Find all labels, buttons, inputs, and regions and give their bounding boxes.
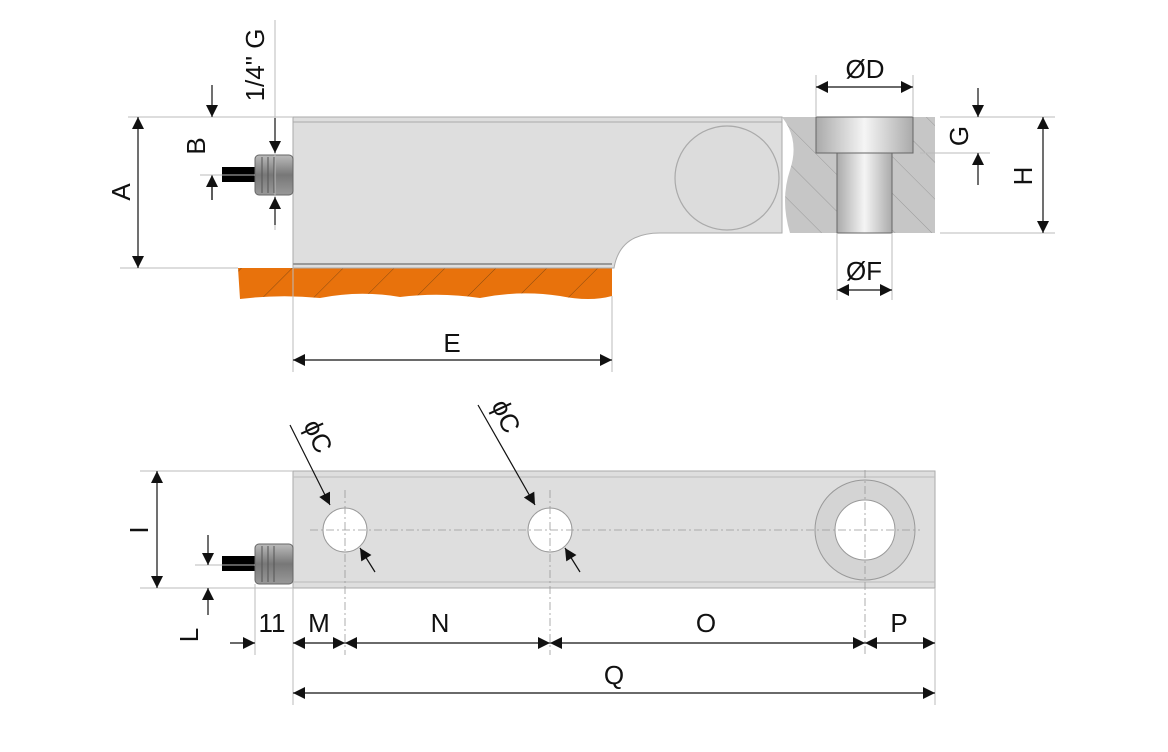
label-L: L: [174, 628, 204, 642]
label-I: I: [124, 526, 154, 533]
load-cell-body: [292, 116, 783, 269]
label-M: M: [308, 608, 330, 638]
through-hole: [836, 152, 893, 234]
label-N: N: [431, 608, 450, 638]
label-Q: Q: [604, 660, 624, 690]
label-O: O: [696, 608, 716, 638]
label-F: ØF: [846, 256, 882, 286]
label-E: E: [443, 328, 460, 358]
label-H: H: [1008, 167, 1038, 186]
label-P: P: [890, 608, 907, 638]
label-A: A: [106, 183, 136, 201]
strain-gauge-circle: [674, 125, 780, 231]
side-view: [222, 116, 935, 299]
label-thread: 1/4" G: [240, 29, 270, 102]
side-dimensions: A B 1/4" G E ØD G H ØF: [106, 20, 1055, 372]
label-cable-length: 11: [259, 608, 286, 638]
orange-base: [238, 268, 612, 299]
label-C2: ϕC: [486, 395, 527, 438]
counterbore: [815, 116, 914, 154]
label-G: G: [944, 126, 974, 146]
top-view: [222, 470, 936, 655]
cable-top: [222, 556, 258, 571]
label-D: ØD: [846, 54, 885, 84]
label-B: B: [181, 137, 211, 154]
